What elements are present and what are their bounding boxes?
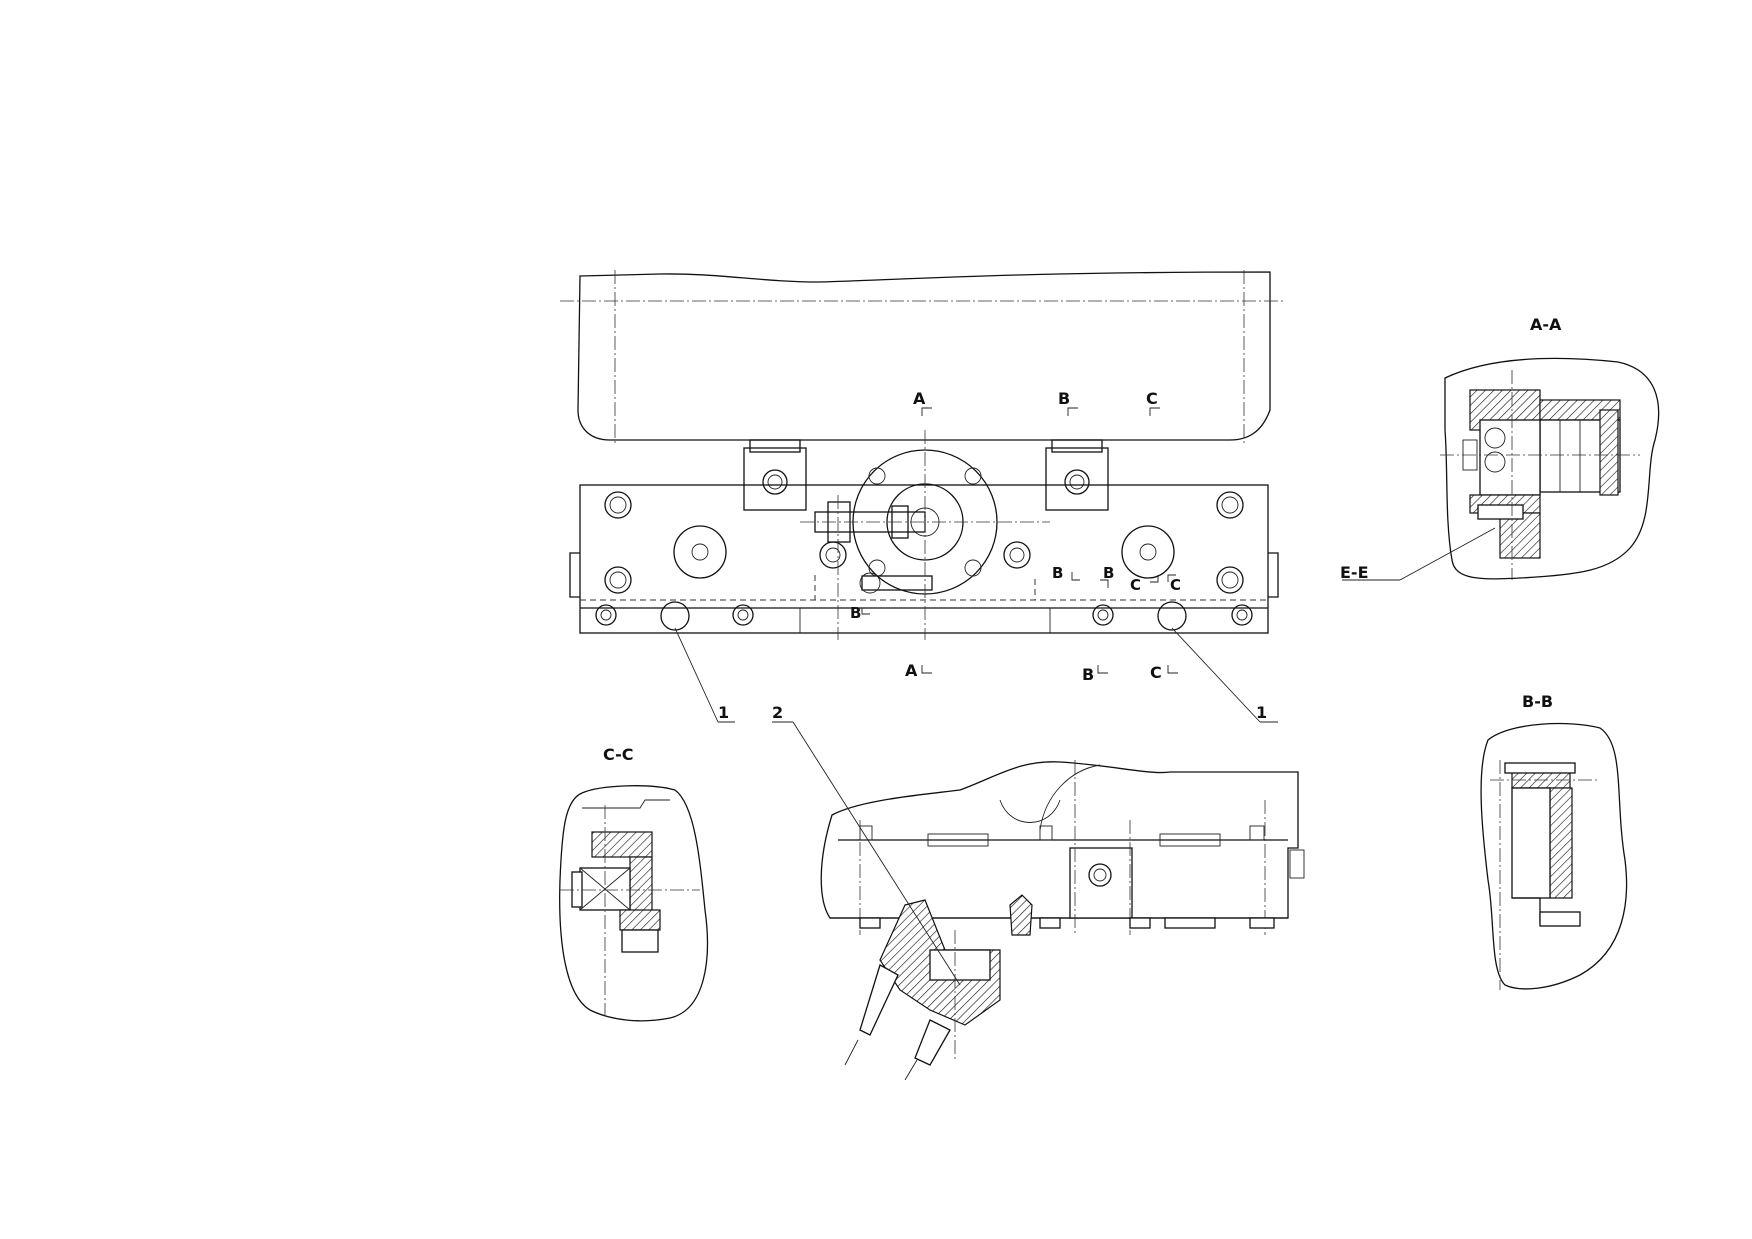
section-mark-b-top: B (1058, 389, 1070, 408)
section-a-a-view: A-A E-E (1340, 315, 1660, 582)
section-mark-b-center: B (850, 604, 861, 622)
section-mark-b-bottom: B (1082, 665, 1094, 684)
section-mark-c-bottom: C (1150, 663, 1162, 682)
part-label-1-left: 1 (718, 703, 729, 722)
section-b-b-view: B-B (1480, 692, 1628, 990)
section-mark-c-mid-left: C (1130, 576, 1141, 594)
part-label-1-right: 1 (1256, 703, 1267, 722)
section-mark-a-top: A (913, 389, 926, 408)
section-mark-b-mid-right: B (1103, 564, 1114, 582)
section-mark-a-bottom: A (905, 661, 918, 680)
section-mark-c-top: C (1146, 389, 1158, 408)
part-label-2: 2 (772, 703, 783, 722)
section-c-c-view: C-C (559, 745, 709, 1022)
section-mark-b-mid-left: B (1052, 564, 1063, 582)
lower-elevation-view: 2 (772, 703, 1305, 1081)
section-c-c-title: C-C (603, 745, 634, 764)
section-mark-c-mid-right: C (1170, 576, 1181, 594)
section-a-a-title: A-A (1530, 315, 1562, 334)
section-e-e-label: E-E (1340, 563, 1369, 582)
main-plan-view: A B C A B C B B B C C 1 1 (560, 270, 1285, 723)
section-b-b-title: B-B (1522, 692, 1553, 711)
